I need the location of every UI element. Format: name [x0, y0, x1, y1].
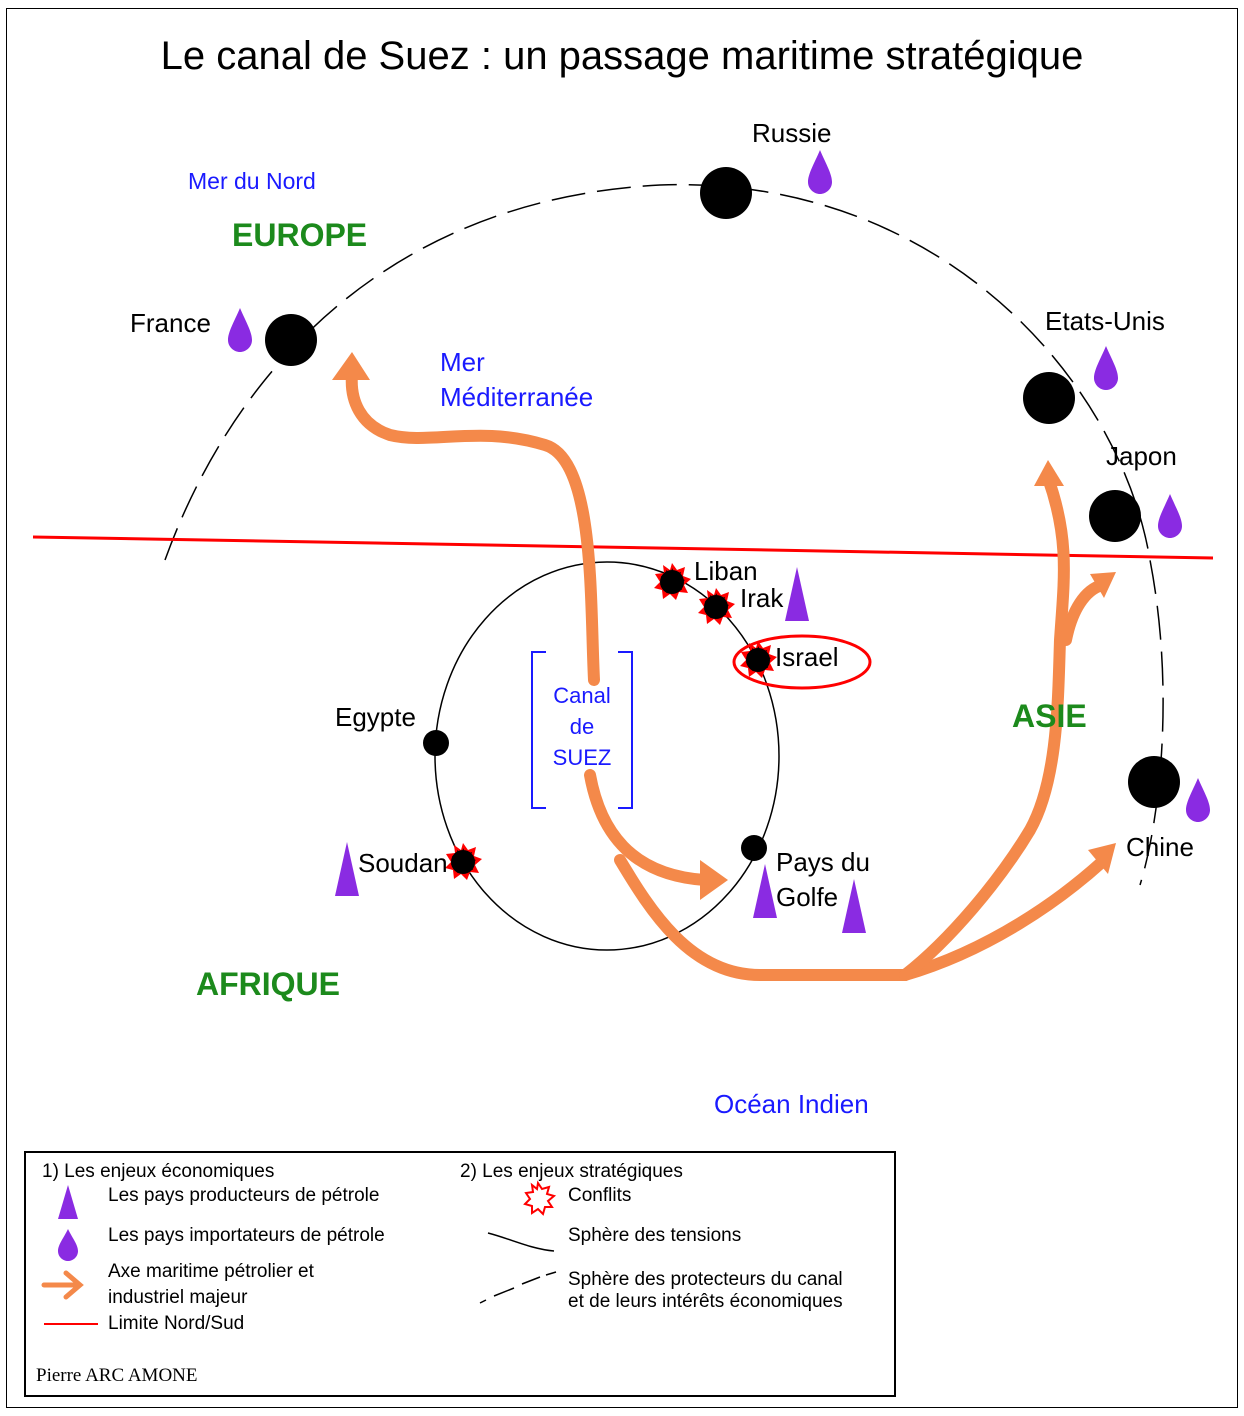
arrowhead-japan	[1090, 572, 1116, 598]
north-south-line	[32, 535, 1214, 560]
route-to-japan	[1060, 579, 1108, 646]
legend-tension-sphere: Sphère des tensions	[568, 1225, 742, 1246]
importer-usa	[1094, 346, 1118, 390]
label-gulf-1: Pays du	[776, 847, 870, 877]
legend-producers: Les pays producteurs de pétrole	[108, 1185, 380, 1206]
legend-economic-heading: 1) Les enjeux économiques	[42, 1161, 275, 1182]
conflict-lebanon	[654, 563, 691, 600]
map-frame	[6, 8, 1238, 1408]
gulf-marker	[741, 835, 767, 861]
legend-importer-icon	[58, 1229, 78, 1261]
label-lebanon: Liban	[694, 556, 758, 586]
legend-north-south: Limite Nord/Sud	[108, 1313, 245, 1334]
legend-route-icon	[41, 1270, 84, 1300]
label-mediterranean-2: Méditerranée	[440, 382, 594, 412]
route-to-france	[345, 369, 600, 686]
importer-russia	[808, 150, 832, 194]
arrowhead-usa	[1034, 460, 1064, 486]
label-north-sea: Mer du Nord	[188, 168, 316, 194]
egypt-marker	[423, 730, 449, 756]
legend-producer-icon	[58, 1185, 78, 1219]
label-europe: EUROPE	[232, 217, 368, 253]
label-israel: Israel	[775, 642, 839, 672]
legend-symbols	[41, 1180, 557, 1325]
legend-protectors-icon	[479, 1271, 557, 1304]
protectors-sphere	[164, 183, 1164, 886]
producer-sudan	[335, 842, 359, 896]
tension-sphere	[434, 561, 780, 951]
route-asia-trunk	[899, 472, 1070, 981]
legend-protectors-1: Sphère des protecteurs du canal	[568, 1269, 843, 1290]
legend-protectors-2: et de leurs intérêts économiques	[568, 1291, 843, 1312]
legend-author: Pierre ARC AMONE	[36, 1365, 198, 1386]
label-china: Chine	[1126, 832, 1194, 862]
arrowhead-gulf	[700, 860, 728, 900]
arrowhead-france	[332, 352, 370, 380]
label-usa: Etats-Unis	[1045, 306, 1165, 336]
importer-japan	[1158, 494, 1182, 538]
france-marker	[265, 314, 317, 366]
legend-importers: Les pays importateurs de pétrole	[108, 1225, 385, 1246]
label-canal-1: Canal	[553, 683, 611, 708]
label-canal-2: de	[569, 714, 595, 739]
china-marker	[1128, 756, 1180, 808]
legend-conflicts: Conflits	[568, 1185, 632, 1206]
usa-marker	[1023, 372, 1075, 424]
importer-china	[1186, 778, 1210, 822]
russia-marker	[700, 167, 752, 219]
label-japan: Japon	[1106, 441, 1177, 471]
legend-strategic-heading: 2) Les enjeux stratégiques	[460, 1161, 683, 1182]
label-gulf-2: Golfe	[776, 882, 839, 912]
label-france: France	[130, 308, 211, 338]
route-south-trunk	[614, 854, 911, 981]
route-to-gulf	[584, 769, 711, 886]
maritime-routes	[345, 369, 1108, 981]
legend-axis-1: Axe maritime pétrolier et	[108, 1261, 314, 1282]
importer-france	[228, 308, 252, 352]
label-russia: Russie	[752, 118, 832, 148]
label-africa: AFRIQUE	[196, 966, 340, 1002]
legend-tension-icon	[487, 1232, 555, 1252]
country-markers	[265, 167, 1180, 861]
arrowhead-china	[1088, 843, 1116, 874]
canal-brackets	[531, 651, 633, 809]
producer-iraq	[785, 567, 809, 621]
israel-highlight	[732, 634, 872, 690]
legend-axis-2: industriel majeur	[108, 1287, 248, 1308]
legend: 1) Les enjeux économiques Les pays produ…	[24, 1151, 896, 1397]
label-indian-ocean: Océan Indien	[714, 1089, 869, 1119]
label-canal-3: SUEZ	[552, 745, 612, 770]
producer-gulf-2	[842, 879, 866, 933]
producer-gulf-1	[753, 864, 777, 918]
legend-conflict-icon	[523, 1180, 557, 1216]
conflict-sudan	[445, 843, 482, 880]
japan-marker	[1089, 490, 1141, 542]
label-egypt: Egypte	[335, 702, 416, 732]
map-title: Le canal de Suez : un passage maritime s…	[160, 34, 1084, 78]
route-to-china	[899, 856, 1108, 981]
route-arrowheads	[332, 352, 1116, 900]
label-mediterranean-1: Mer	[440, 347, 485, 377]
label-sudan: Soudan	[358, 848, 448, 878]
label-asia: ASIE	[1012, 698, 1087, 734]
label-iraq: Irak	[740, 583, 784, 613]
